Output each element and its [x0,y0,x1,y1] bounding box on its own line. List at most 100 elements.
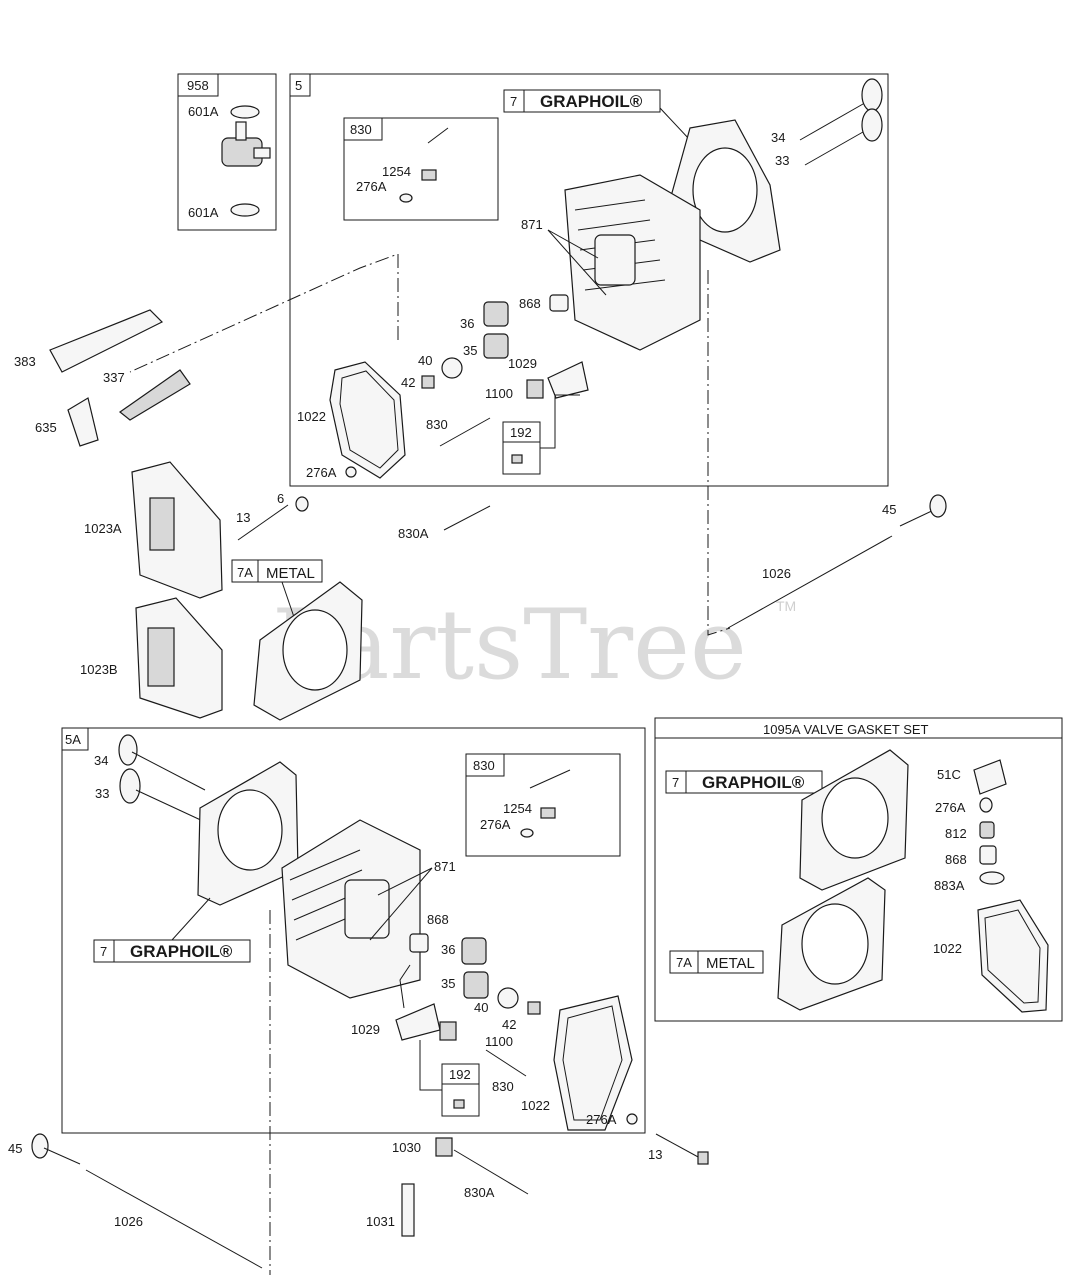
rocker-cover-gasket-1022-bottom[interactable] [553,995,633,1131]
box-5-tag [289,73,311,97]
label-36-bottom: 36 [441,942,455,957]
label-34-bottom: 34 [94,753,108,768]
label-40-top: 40 [418,353,432,368]
push-rod-1026-top[interactable] [727,535,893,629]
kit-label-812: 812 [945,826,967,841]
spark-plug-wrench-383[interactable] [49,309,164,373]
rocker-nut-1254-bottom[interactable] [540,807,556,819]
spark-plug-337[interactable] [118,369,191,421]
push-rod-guide-1100-bottom[interactable] [439,1021,457,1041]
watermark-trademark: TM [776,598,796,614]
push-rod-1026-bottom[interactable] [85,1169,263,1269]
label-958: 958 [187,78,209,93]
label-6: 6 [277,491,284,506]
label-1026-top: 1026 [762,566,791,581]
spring-retainer-40-top[interactable] [441,357,463,379]
hose-clamp-601A-top[interactable] [230,105,260,119]
label-1100-top: 1100 [485,386,513,401]
tappet-45-bottom[interactable] [31,1133,49,1159]
washer-276A-box-bottom[interactable] [520,828,534,838]
exhaust-valve-34-top[interactable] [861,78,883,112]
valve-spring-35-bottom[interactable] [463,971,489,999]
label-276A-bottom: 276A [586,1112,617,1127]
label-1022-top: 1022 [297,409,326,424]
label-192-top: 192 [510,425,532,440]
valve-collet-42-top[interactable] [421,375,435,389]
kit-label-1022: 1022 [933,941,962,956]
intake-valve-33-top[interactable] [861,108,883,142]
washer-276A-top[interactable] [345,466,357,478]
rocker-arm-1029-bottom[interactable] [395,1003,441,1041]
rocker-arm-1029-top[interactable] [547,361,589,399]
box-5A [61,727,646,1134]
label-45-bottom: 45 [8,1141,22,1156]
rocker-nut-1254-top[interactable] [421,169,437,181]
spark-plug-boot-635[interactable] [67,397,99,447]
kit-label-7A: 7A [676,955,692,970]
label-33-bottom: 33 [95,786,109,801]
intake-valve-33-bottom[interactable] [119,768,141,804]
valve-spring-36-bottom[interactable] [461,937,487,965]
group-5-cylinder-head: 5 7 GRAPHOIL® 34 33 830 1254 276A 871 [289,73,889,487]
washer-6[interactable] [295,496,309,512]
valve-spring-36-top[interactable] [483,301,509,327]
label-192-bottom: 192 [449,1067,471,1082]
valve-collet-42-bottom[interactable] [527,1001,541,1015]
kit-metal-tag [669,950,764,974]
metal-mid-tag [231,559,323,583]
label-601A-bottom: 601A [188,205,219,220]
kit-valve-guide-868[interactable] [979,845,997,865]
label-35-bottom: 35 [441,976,455,991]
exhaust-valve-34-bottom[interactable] [118,734,138,766]
kit-gasket-883A[interactable] [979,871,1005,885]
kit-seal-812[interactable] [979,821,995,839]
hose-clamp-601A-bottom[interactable] [230,203,260,217]
push-rod-guide-1030[interactable] [435,1137,453,1157]
box-1095A [654,717,1063,1022]
label-830-box-bottom: 830 [473,758,495,773]
label-1026-bottom: 1026 [114,1214,143,1229]
washer-276A-box-top[interactable] [399,193,413,203]
spring-retainer-40-bottom[interactable] [497,987,519,1009]
label-635: 635 [35,420,57,435]
rocker-cover-1023B-logo [147,627,175,687]
valve-guide-868-bottom[interactable] [409,933,429,953]
label-337: 337 [103,370,125,385]
valve-spring-35-top[interactable] [483,333,509,359]
box-830-bottom [465,753,621,857]
tappet-45-top[interactable] [929,494,947,518]
valve-guide-868-top[interactable] [549,294,569,312]
rocker-cover-1023A-logo [149,497,175,551]
label-graphoil-top: GRAPHOIL® [540,92,643,111]
group-958-fuel-valve: 958 601A 601A [177,73,277,231]
fuel-valve-outlet [253,147,271,159]
label-276A-box-top: 276A [356,179,387,194]
label-830A-top: 830A [398,526,429,541]
washer-276A-bottom[interactable] [626,1113,638,1125]
label-871-bottom: 871 [434,859,456,874]
fuel-valve-lever [235,121,247,141]
label-830-bottom: 830 [492,1079,514,1094]
kit-label-868: 868 [945,852,967,867]
label-830-top: 830 [426,417,448,432]
dowel-pin-1031[interactable] [401,1183,415,1237]
rocker-cover-gasket-1022-top[interactable] [329,361,406,479]
label-36-top: 36 [460,316,474,331]
push-rod-guide-1100-top[interactable] [526,379,544,399]
label-5A: 5A [65,732,81,747]
centerline-pushrod-top [707,270,731,636]
label-1023B: 1023B [80,662,118,677]
label-383: 383 [14,354,36,369]
label-1031: 1031 [366,1214,395,1229]
kit-washer-276A[interactable] [979,797,993,813]
nut-192-top[interactable] [511,454,523,464]
nut-192-bottom[interactable] [453,1099,465,1109]
label-868-bottom: 868 [427,912,449,927]
label-33-top: 33 [775,153,789,168]
kit-rocker-cover-gasket-1022[interactable] [977,899,1049,1013]
rocker-cover-1023A[interactable] [131,461,223,599]
kit-gasket-51C[interactable] [973,759,1007,795]
head-bolt-13-bottom[interactable] [697,1151,709,1165]
box-5 [289,73,889,487]
